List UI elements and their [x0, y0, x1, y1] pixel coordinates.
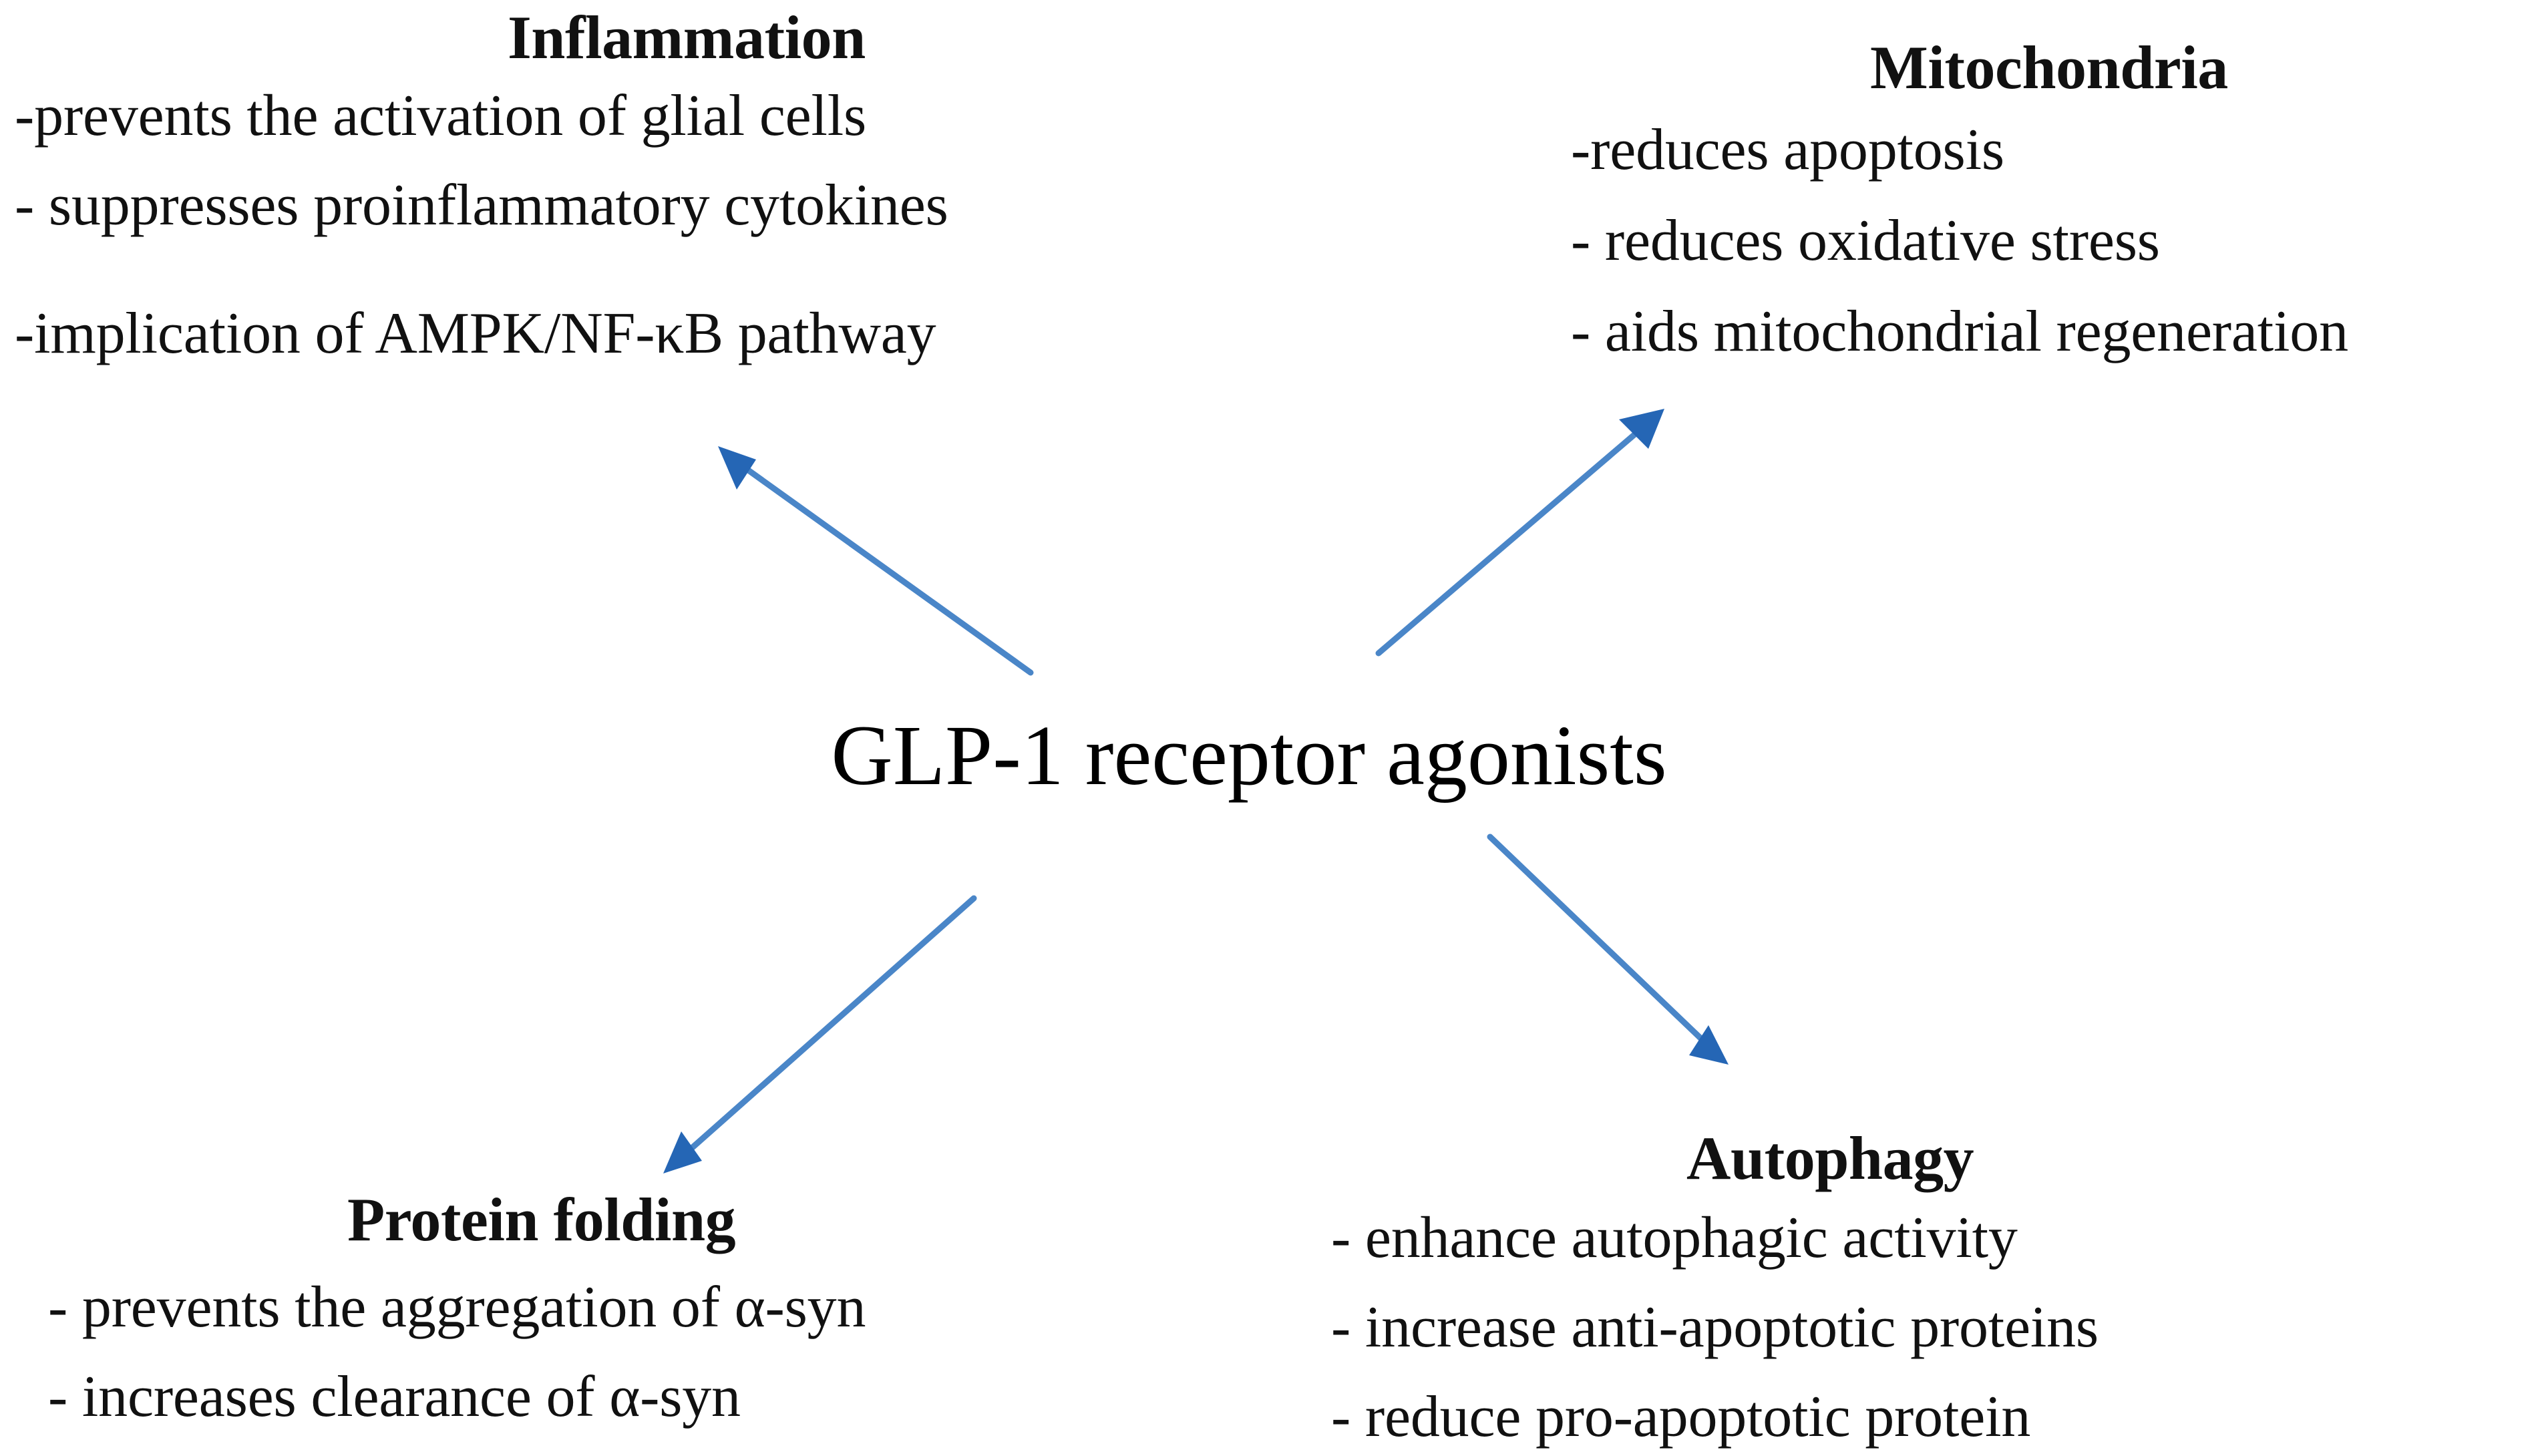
arrow-to-protein-folding [663, 895, 977, 1173]
node-mitochondria-bullet-3: - aids mitochondrial regeneration [1571, 299, 2348, 364]
node-protein-folding-bullet-2: - increases clearance of α-syn [48, 1364, 741, 1429]
node-mitochondria-bullet-1: -reduces apoptosis [1571, 118, 2004, 182]
node-mitochondria-heading: Mitochondria [1870, 33, 2228, 102]
node-mitochondria-bullet-2: - reduces oxidative stress [1571, 208, 2160, 273]
center-label: GLP-1 receptor agonists [831, 708, 1667, 803]
node-inflammation-heading: Inflammation [508, 3, 866, 71]
center-node: GLP-1 receptor agonists [708, 707, 1790, 805]
node-inflammation-bullet-2: - suppresses proinflammatory cytokines [15, 173, 948, 238]
arrow-to-autophagy [1487, 834, 1729, 1065]
arrow-to-inflammation [718, 446, 1034, 676]
node-protein-folding-bullet-1: - prevents the aggregation of α-syn [48, 1275, 866, 1340]
node-autophagy-bullet-3: - reduce pro-apoptotic protein [1331, 1385, 2031, 1449]
node-inflammation-bullet-1: -prevents the activation of glial cells [15, 83, 867, 148]
node-autophagy-bullet-1: - enhance autophagic activity [1331, 1206, 2018, 1270]
node-autophagy-heading: Autophagy [1686, 1124, 1974, 1192]
node-inflammation-bullet-3: -implication of AMPK/NF-κB pathway [15, 301, 936, 366]
node-autophagy-bullet-2: - increase anti-apoptotic proteins [1331, 1295, 2099, 1360]
node-protein-folding-heading: Protein folding [347, 1186, 736, 1254]
arrow-to-mitochondria [1375, 409, 1664, 657]
